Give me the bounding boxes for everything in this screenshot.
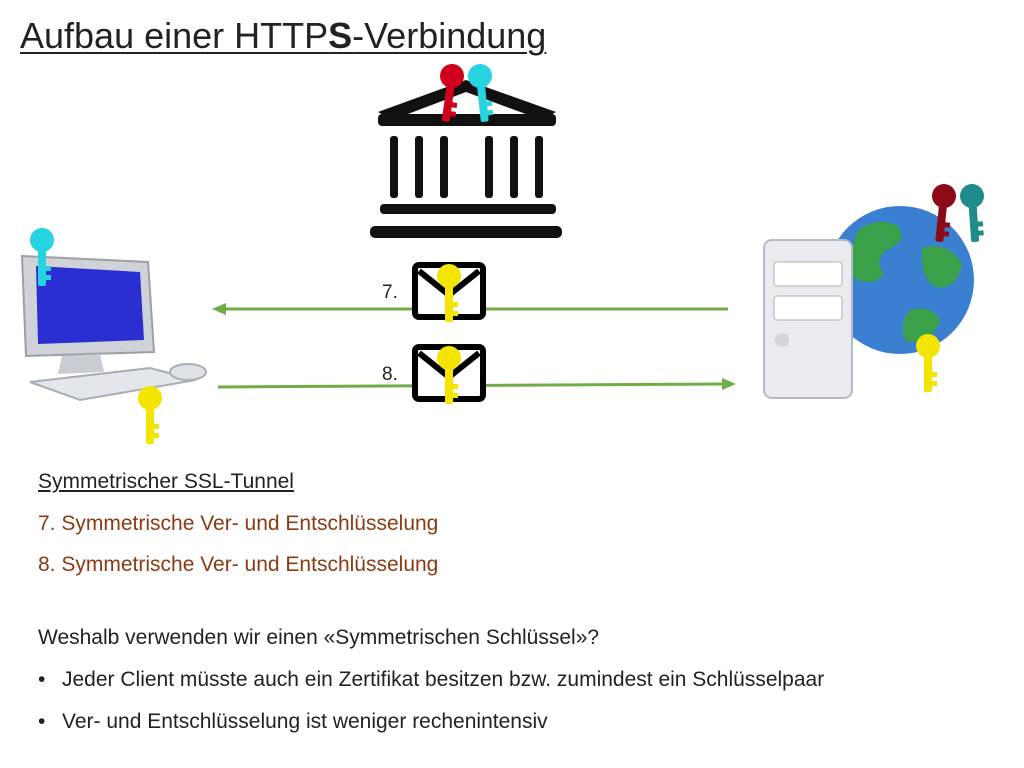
- key-icon: [916, 334, 940, 392]
- title-suffix: -Verbindung: [352, 15, 547, 56]
- page-title: Aufbau einer HTTPS-Verbindung: [20, 14, 546, 58]
- globe-icon: [826, 206, 974, 354]
- step-8-label: 8.: [382, 364, 398, 385]
- bullet-text: Ver- und Entschlüsselung ist weniger rec…: [62, 710, 548, 733]
- computer-icon: [20, 254, 207, 402]
- key-icon: [138, 386, 162, 444]
- step-8-description: 8. Symmetrische Ver- und Entschlüsselung: [38, 553, 439, 576]
- bullet-marker: •: [38, 710, 46, 733]
- step-7-label: 7.: [382, 282, 398, 303]
- server-icon: [763, 239, 853, 399]
- bullet-marker: •: [38, 668, 46, 691]
- title-bold: S: [328, 15, 353, 56]
- title-prefix: Aufbau einer HTTP: [20, 15, 329, 56]
- bullet-item: • Ver- und Entschlüsselung ist weniger re…: [38, 708, 548, 736]
- https-diagram: 7. 8.: [20, 62, 988, 444]
- bank-icon: [370, 80, 562, 238]
- question-text: Weshalb verwenden wir einen «Symmetrisch…: [38, 626, 600, 649]
- tunnel-heading: Symmetrischer SSL-Tunnel: [38, 470, 294, 493]
- key-icon: [959, 183, 988, 243]
- step-7-description: 7. Symmetrische Ver- und Entschlüsselung: [38, 512, 439, 535]
- bullet-text: Jeder Client müsste auch ein Zertifikat …: [62, 668, 825, 691]
- bullet-item: • Jeder Client müsste auch ein Zertifikat…: [38, 666, 824, 694]
